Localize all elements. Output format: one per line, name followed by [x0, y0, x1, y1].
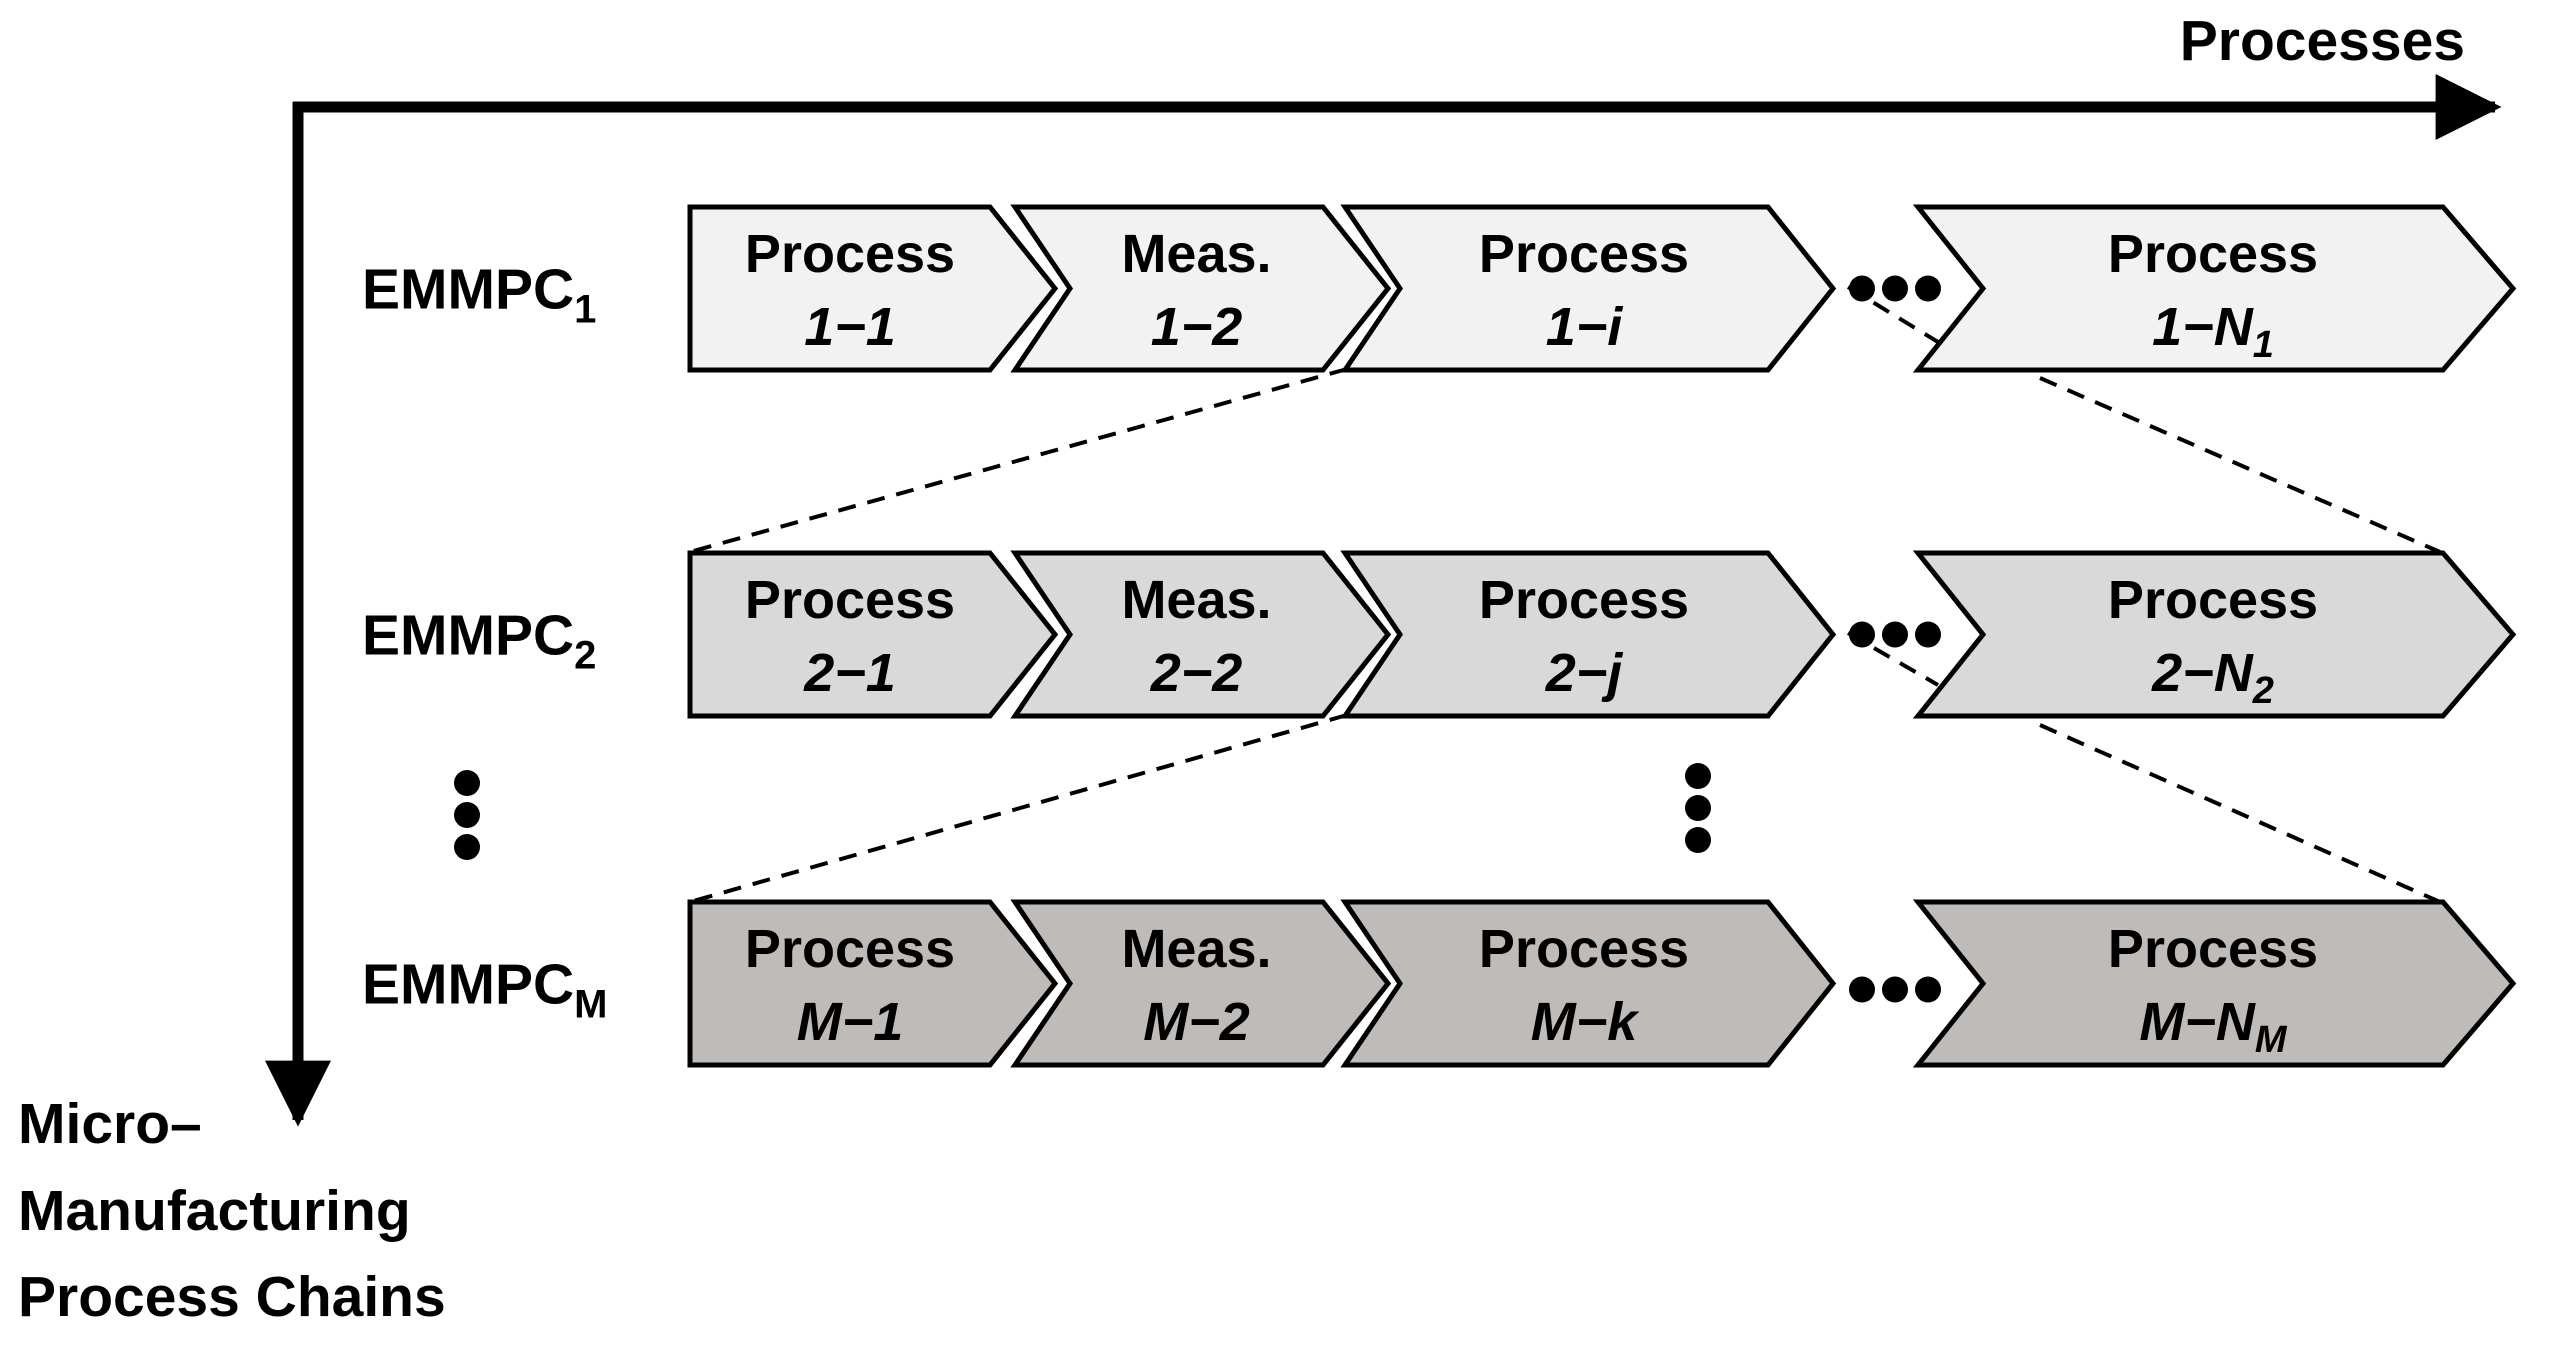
horizontal-ellipsis: [1849, 621, 1941, 648]
step-id: 2−1: [803, 643, 896, 703]
step-id-text: 2−1: [803, 643, 896, 703]
step-name: Process: [745, 919, 955, 979]
horizontal-ellipsis: [1849, 976, 1941, 1003]
chain-label-subscript: 2: [574, 634, 596, 678]
step-id: M−NM: [2139, 992, 2288, 1061]
chain-row-2: EMMPC2Process2−1Meas.2−2Process2−jProces…: [362, 550, 2517, 719]
chevron-shape: [1912, 204, 2517, 373]
step-id: 1−N1: [2152, 297, 2274, 366]
expansion-line-1-left: [689, 367, 1348, 554]
chain-label-subscript: M: [574, 983, 607, 1027]
chain-label-text: EMMPC: [362, 258, 574, 322]
chevron-shape: [687, 550, 1059, 719]
step-id: 2−2: [1150, 643, 1243, 703]
chevron-shape: [1912, 550, 2517, 719]
step-id-text: 1−i: [1546, 297, 1624, 357]
step-id-text: M−N: [2139, 992, 2256, 1052]
process-step: Process 2−N2: [1912, 550, 2517, 719]
step-id-subscript: 2: [2252, 670, 2274, 712]
step-id: 1−2: [1151, 297, 1243, 357]
step-id: 1−1: [804, 297, 896, 357]
step-id: 2−j: [1545, 643, 1624, 703]
horizontal-axis-label: Processes: [2180, 9, 2465, 73]
chevron-shape: [1340, 899, 1837, 1068]
process-step: Process 2−1: [687, 550, 1059, 719]
step-name: Meas.: [1121, 224, 1271, 284]
chain-row-1: EMMPC1Process1−1Meas.1−2Process1−iProces…: [362, 204, 2517, 373]
step-name: Process: [2108, 570, 2318, 630]
vertical-ellipsis-left: [454, 770, 480, 860]
chain-label-subscript: 1: [574, 288, 596, 332]
chain-label: EMMPC2: [362, 604, 596, 678]
step-id-text: M−k: [1531, 992, 1641, 1052]
vertical-axis-label-line-2: Manufacturing: [18, 1179, 411, 1243]
step-id: 1−i: [1546, 297, 1624, 357]
chevron-shape: [1340, 550, 1837, 719]
process-step: Meas. M−2: [1010, 899, 1392, 1068]
step-name: Process: [1479, 919, 1689, 979]
step-name: Process: [1479, 570, 1689, 630]
chevron-shape: [1340, 204, 1837, 373]
step-name: Process: [2108, 919, 2318, 979]
step-id-text: M−2: [1143, 992, 1250, 1052]
chain-row-3: EMMPCMProcessM−1Meas.M−2ProcessM−kProces…: [362, 899, 2517, 1068]
chevron-shape: [687, 899, 1059, 1068]
vertical-ellipsis-right: [1685, 763, 1711, 853]
step-id-text: 1−1: [804, 297, 896, 357]
step-id-text: 2−N: [2151, 643, 2254, 703]
step-id-text: 1−2: [1151, 297, 1243, 357]
vertical-axis-label-line-1: Micro–: [18, 1092, 202, 1156]
horizontal-ellipsis: [1849, 275, 1941, 302]
chain-label-text: EMMPC: [362, 604, 574, 668]
chevron-shape: [687, 204, 1059, 373]
process-chain-rows: EMMPC1Process1−1Meas.1−2Process1−iProces…: [362, 204, 2517, 1068]
step-id-text: 2−2: [1150, 643, 1243, 703]
step-name: Process: [745, 224, 955, 284]
step-id: M−k: [1531, 992, 1641, 1052]
step-name: Process: [2108, 224, 2318, 284]
chevron-shape: [1010, 550, 1392, 719]
process-step: Process 1−1: [687, 204, 1059, 373]
process-step: Meas. 2−2: [1010, 550, 1392, 719]
step-name: Process: [745, 570, 955, 630]
process-step: Process 2−j: [1340, 550, 1837, 719]
step-id: 2−N2: [2151, 643, 2274, 712]
step-id-text: M−1: [797, 992, 904, 1052]
chain-label: EMMPCM: [362, 953, 608, 1027]
chevron-shape: [1010, 204, 1392, 373]
step-id-text: 2−j: [1545, 643, 1624, 703]
process-step: Process 1−N1: [1912, 204, 2517, 373]
step-id: M−1: [797, 992, 904, 1052]
chevron-shape: [1912, 899, 2517, 1068]
step-name: Meas.: [1121, 919, 1271, 979]
step-id: M−2: [1143, 992, 1250, 1052]
step-id-text: 1−N: [2152, 297, 2254, 357]
expansion-line-2-right: [2039, 723, 2441, 904]
chain-label: EMMPC1: [362, 258, 596, 332]
chevron-shape: [1010, 899, 1392, 1068]
expansion-line-1-right: [2039, 376, 2441, 554]
process-step: Meas. 1−2: [1010, 204, 1392, 373]
vertical-axis-label-line-3: Process Chains: [18, 1265, 446, 1329]
step-id-subscript: M: [2255, 1019, 2288, 1061]
step-name: Process: [1479, 224, 1689, 284]
axes: Processes Micro– Manufacturing Process C…: [18, 9, 2502, 1329]
expansion-line-2-left: [689, 713, 1348, 904]
step-id-subscript: 1: [2253, 324, 2274, 366]
chain-label-text: EMMPC: [362, 953, 574, 1017]
step-name: Meas.: [1121, 570, 1271, 630]
process-step: Process 1−i: [1340, 204, 1837, 373]
